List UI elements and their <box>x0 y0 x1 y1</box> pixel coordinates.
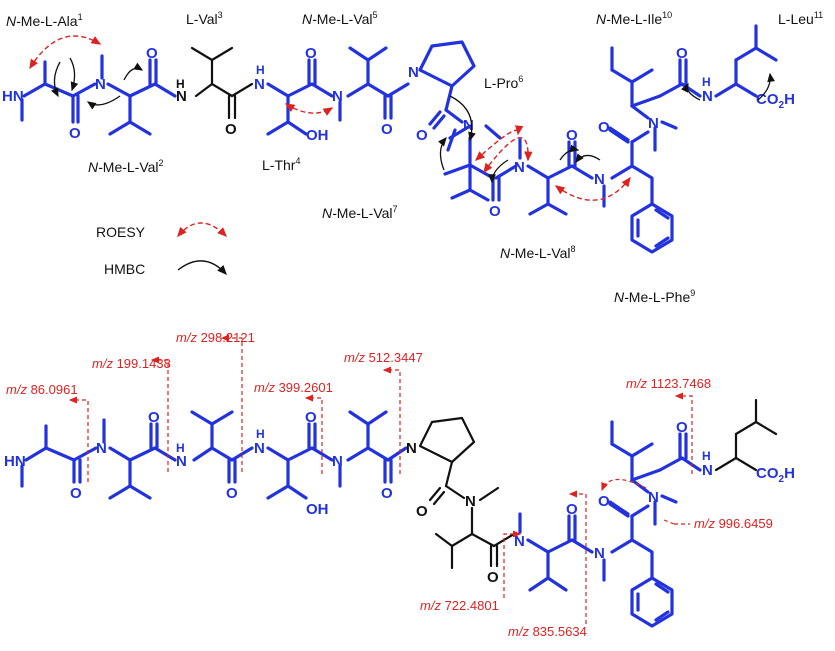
n-label: N <box>332 88 343 105</box>
n-label: N <box>408 64 419 81</box>
n-label: N <box>702 88 713 105</box>
o-label: O <box>676 45 688 62</box>
residue-label-2: N-Me-L-Val2 <box>88 158 164 175</box>
n-label: N <box>176 88 187 105</box>
residue-label-11: L-Leu11 <box>778 10 823 27</box>
oh-label: OH <box>306 501 329 518</box>
top-blue-bonds <box>20 24 778 254</box>
n-label: N <box>648 115 659 132</box>
n-label: N <box>95 76 106 93</box>
h-label: H <box>256 63 265 77</box>
residue-labels: N-Me-L-Ala1 N-Me-L-Val2 L-Val3 L-Thr4 N-… <box>6 10 823 305</box>
n-label: N <box>648 489 659 506</box>
n-label: N <box>514 533 525 550</box>
co2h-label: CO2H <box>756 465 795 485</box>
o-label: O <box>381 121 393 138</box>
bottom-blue-bonds <box>20 410 702 628</box>
fragment-label-8: m/z 722.4801 <box>420 598 499 613</box>
o-label: O <box>226 485 238 502</box>
n-label: N <box>702 462 713 479</box>
oh-label: OH <box>306 127 329 144</box>
n-label: N <box>463 117 474 134</box>
fragment-label-2: m/z 199.1438 <box>92 356 171 371</box>
legend-hmbc-arrow <box>177 260 227 276</box>
n-label: N <box>96 440 107 457</box>
h-label: H <box>176 441 185 455</box>
top-atom-labels: HN N N H O O O N H OH O N O N O N O N O … <box>2 45 795 220</box>
top-black-bonds <box>190 46 254 120</box>
residue-label-6: L-Pro6 <box>484 74 523 91</box>
n-label: N <box>594 171 605 188</box>
residue-label-10: N-Me-L-Ile10 <box>596 10 672 27</box>
top-structure: HN N N H O O O N H OH O N O N O N O N O … <box>2 10 823 305</box>
fragment-label-1: m/z 86.0961 <box>6 382 78 397</box>
bottom-structure: HN N O O N H O N H OH O N O N O N O N O … <box>4 330 795 639</box>
fragment-label-3: m/z 298.2121 <box>176 330 255 345</box>
bottom-atom-labels: HN N O O N H O N H OH O N O N O N O N O … <box>4 409 795 586</box>
h-label: H <box>176 77 185 91</box>
n-label: N <box>465 493 476 510</box>
legend-roesy-label: ROESY <box>96 224 146 240</box>
o-label: O <box>70 485 82 502</box>
fragment-label-5: m/z 512.3447 <box>344 350 423 365</box>
fragment-label-4: m/z 399.2601 <box>254 380 333 395</box>
residue-label-7: N-Me-L-Val7 <box>322 204 398 221</box>
o-label: O <box>487 569 499 586</box>
o-label: O <box>566 501 578 518</box>
co2h-label: CO2H <box>756 91 795 111</box>
residue-label-4: L-Thr4 <box>262 156 300 173</box>
fragment-label-6: m/z 1123.7468 <box>626 376 711 391</box>
o-label: O <box>148 409 160 426</box>
residue-label-9: N-Me-L-Phe9 <box>614 288 695 305</box>
bottom-black-bonds <box>418 398 778 570</box>
o-label: O <box>416 127 428 144</box>
hn-label: HN <box>4 453 26 470</box>
o-label: O <box>305 45 317 62</box>
n-label: N <box>176 453 187 470</box>
o-label: O <box>598 119 610 136</box>
residue-label-5: N-Me-L-Val5 <box>302 10 378 27</box>
n-label: N <box>406 440 417 457</box>
residue-label-3: L-Val3 <box>186 10 223 27</box>
o-label: O <box>305 409 317 426</box>
n-label: N <box>254 440 265 457</box>
n-label: N <box>332 453 343 470</box>
o-label: O <box>381 485 393 502</box>
o-label: O <box>225 121 237 138</box>
fragment-label-9: m/z 835.5634 <box>508 624 587 639</box>
hn-label: HN <box>2 88 24 105</box>
hmbc-arrows <box>51 57 775 184</box>
roesy-arrows <box>29 35 631 201</box>
fragment-label-7: m/z 996.6459 <box>694 516 773 531</box>
o-label: O <box>69 125 81 142</box>
n-label: N <box>594 545 605 562</box>
n-label: N <box>254 76 265 93</box>
o-label: O <box>676 419 688 436</box>
h-label: H <box>702 449 711 463</box>
o-label: O <box>598 493 610 510</box>
o-label: O <box>416 503 428 520</box>
o-label: O <box>146 45 158 62</box>
proline-ring <box>418 40 476 130</box>
legend-roesy-arrow <box>177 222 227 238</box>
residue-label-8: N-Me-L-Val8 <box>500 244 576 261</box>
legend: ROESY HMBC <box>96 222 227 277</box>
h-label: H <box>702 75 711 89</box>
n-label: N <box>514 159 525 176</box>
fragment-labels: m/z 86.0961 m/z 199.1438 m/z 298.2121 m/… <box>6 330 773 639</box>
o-label: O <box>489 203 501 220</box>
fragment-lines <box>68 334 693 624</box>
o-label: O <box>566 127 578 144</box>
legend-hmbc-label: HMBC <box>104 261 145 277</box>
h-label: H <box>256 427 265 441</box>
residue-label-1: N-Me-L-Ala1 <box>6 12 83 29</box>
